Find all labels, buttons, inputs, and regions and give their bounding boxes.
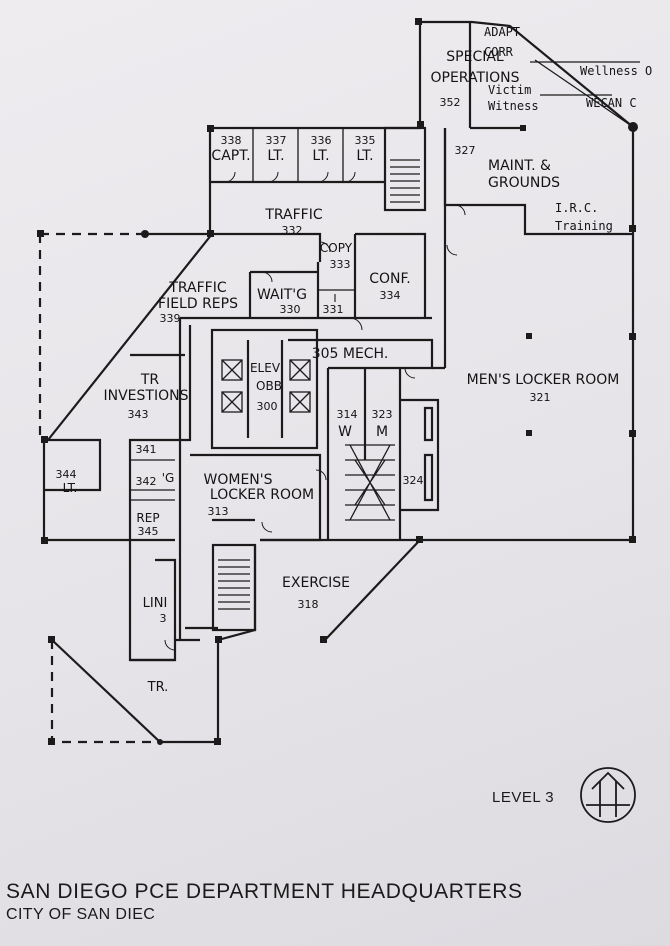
room-number-339: 339 <box>160 312 181 325</box>
southwest-diagonal-wall <box>51 639 218 744</box>
room-number-327: 327 <box>455 144 476 157</box>
room-label-investions: INVESTIONS <box>104 388 189 404</box>
north-stair-outline <box>383 126 427 212</box>
conf-walls <box>355 232 427 318</box>
room-label-conf: CONF. <box>369 271 411 287</box>
room-label-i: I <box>333 292 336 305</box>
room-label-lt-344: LT. <box>63 481 78 495</box>
room-number-343: 343 <box>128 408 149 421</box>
northeast-diagonal-wall <box>471 20 634 128</box>
room-label-w: W <box>338 424 352 440</box>
room-label-lt-335: LT. <box>356 148 373 164</box>
room-label-tr: TR <box>140 372 160 388</box>
shower-area <box>345 444 395 521</box>
room-label-special: SPECIAL <box>446 49 504 65</box>
linen-inner-walls <box>155 558 177 640</box>
room-label-traffic-field: TRAFFIC <box>168 280 227 296</box>
mens-locker-entry <box>432 340 447 370</box>
room-label-maint: MAINT. & <box>488 158 551 174</box>
room-label-waitg: WAIT'G <box>257 287 307 303</box>
room-324-walls <box>400 398 440 512</box>
room-number-335: 335 <box>355 134 376 147</box>
room-label-victim: Victim <box>488 83 531 97</box>
exercise-west-wall <box>217 545 257 642</box>
room-number-344: 344 <box>56 468 77 481</box>
room-number-313: 313 <box>208 505 229 518</box>
room-label-g: 'G <box>162 471 175 485</box>
room-label-mech: 305 MECH. <box>312 346 389 362</box>
room-number-337: 337 <box>266 134 287 147</box>
room-label-corr: CORR <box>484 45 514 59</box>
north-stair-treads <box>390 159 420 203</box>
room-344-walls <box>44 438 102 492</box>
room-number-314: 314 <box>337 408 358 421</box>
room-number-352: 352 <box>440 96 461 109</box>
room-number-336: 336 <box>311 134 332 147</box>
south-stair-treads <box>218 559 250 610</box>
room-number-345: 345 <box>138 525 159 538</box>
room-label-m: M <box>376 424 388 440</box>
restroom-partitions <box>363 368 402 540</box>
room-label-mens-locker: MEN'S LOCKER ROOM <box>467 372 620 388</box>
elevator-shafts <box>246 340 284 438</box>
room-label-lin: LINI <box>143 596 168 611</box>
room-label-lt-336: LT. <box>312 148 329 164</box>
room-label-wellness: Wellness O <box>580 64 652 78</box>
north-arrow-icon <box>580 767 636 823</box>
room-label-training: Training <box>555 219 613 233</box>
room-label-lobby: OBB <box>256 379 282 393</box>
room-label-locker-room: LOCKER ROOM <box>210 487 314 503</box>
sheet-title: SAN DIEGO PCE DEPARTMENT HEADQUARTERS <box>6 880 523 903</box>
elevator-cars <box>221 359 311 413</box>
door-swings <box>164 171 466 651</box>
traffic-south-wall <box>210 232 322 262</box>
small-office-walls <box>130 459 175 501</box>
room-label-wecan: WECAN C <box>586 96 637 110</box>
structural-columns <box>37 18 638 745</box>
room-number-318: 318 <box>298 598 319 611</box>
room-number-300: 300 <box>257 400 278 413</box>
room-number-323: 323 <box>372 408 393 421</box>
locker-benches <box>423 406 434 502</box>
exercise-diagonal-wall <box>324 539 421 641</box>
level-label: LEVEL 3 <box>492 789 555 806</box>
sheet-subtitle: CITY OF SAN DIEC <box>6 906 156 923</box>
room-number-338: 338 <box>221 134 242 147</box>
room-label-rep: REP <box>136 511 159 525</box>
room-number-332: 332 <box>282 224 303 237</box>
room-label-irc: I.R.C. <box>555 201 598 215</box>
room-number-331: 331 <box>323 303 344 316</box>
room-label-copy: COPY <box>320 241 353 255</box>
room-label-witness: Witness <box>488 99 539 113</box>
room-label-field-reps: FIELD REPS <box>158 296 238 312</box>
room-label-capt: CAPT. <box>211 148 250 164</box>
building-walls <box>38 20 640 744</box>
room-number-3: 3 <box>160 612 167 625</box>
mech-room-walls <box>288 338 434 370</box>
room-label-elev: ELEV <box>250 361 281 375</box>
room-number-333: 333 <box>330 258 351 271</box>
room-label-womens: WOMEN'S <box>204 472 273 488</box>
room-number-341: 341 <box>136 443 157 456</box>
room-number-334: 334 <box>380 289 401 302</box>
room-label-operations: OPERATIONS <box>430 70 519 86</box>
room-label-grounds: GROUNDS <box>488 175 560 191</box>
elevator-core <box>210 328 319 450</box>
room-number-342: 342 <box>136 475 157 488</box>
room-label-tr2: TR. <box>147 680 169 695</box>
room-number-324: 324 <box>403 474 424 487</box>
room-label-lt-337: LT. <box>267 148 284 164</box>
annex-partitions <box>530 59 640 128</box>
room-label-exercise: EXERCISE <box>282 575 350 591</box>
room-label-adapt: ADAPT <box>484 25 520 39</box>
room-labels: ADAPT CORR SPECIAL OPERATIONS 352 Victim… <box>56 25 653 695</box>
room-label-traffic: TRAFFIC <box>264 207 323 223</box>
room-number-321: 321 <box>530 391 551 404</box>
office-partitions <box>252 128 386 182</box>
room-number-330: 330 <box>280 303 301 316</box>
